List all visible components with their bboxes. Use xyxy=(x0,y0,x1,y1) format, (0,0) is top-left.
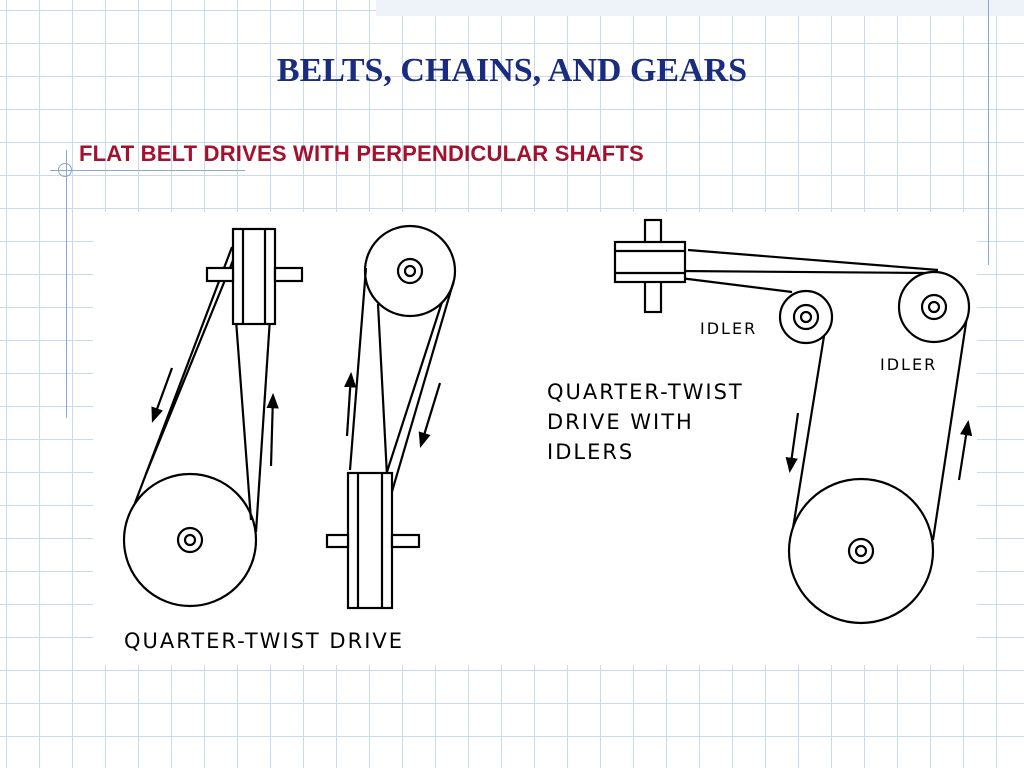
large-pulley xyxy=(787,477,935,625)
horizontal-pulley xyxy=(613,240,687,284)
belt-run xyxy=(389,279,456,496)
idler-drive xyxy=(613,218,973,625)
top-hub-inner xyxy=(403,264,417,278)
belt-run xyxy=(383,301,444,479)
idler-pulley xyxy=(897,270,971,344)
header-band xyxy=(376,0,1024,16)
slide-title: BELTS, CHAINS, AND GEARS xyxy=(276,52,748,89)
direction-arrow xyxy=(785,412,800,474)
direction-arrow xyxy=(957,419,973,481)
large-hub-outer xyxy=(847,537,875,565)
belt-run xyxy=(144,257,236,475)
front-view-drive xyxy=(122,227,304,608)
right-caption-line-1: QUARTER-TWIST xyxy=(547,380,744,404)
direction-arrow xyxy=(344,371,357,437)
belt-run xyxy=(679,269,927,275)
decorative-rule-right xyxy=(988,0,989,265)
slide-subtitle: FLAT BELT DRIVES WITH PERPENDICULAR SHAF… xyxy=(79,141,644,166)
decorative-rule-vertical xyxy=(66,150,67,418)
belt-run xyxy=(376,303,390,496)
belt-run xyxy=(254,317,272,533)
idler-label: IDLER xyxy=(880,355,937,374)
idler-hub-outer xyxy=(920,293,948,321)
belt-run xyxy=(687,248,939,272)
idler-hub-outer xyxy=(792,303,820,331)
driver-hub-inner xyxy=(183,533,197,547)
driven-shaft xyxy=(273,266,304,283)
driver-pulley xyxy=(122,472,258,608)
direction-arrow xyxy=(266,392,279,467)
right-caption-line-3: IDLERS xyxy=(547,440,634,464)
belt-run xyxy=(931,309,970,541)
driven-pulley-edge xyxy=(231,227,277,326)
idler-pulley xyxy=(778,289,834,345)
lower-shaft xyxy=(390,533,421,549)
idler-hub-inner xyxy=(927,300,941,314)
belt-run xyxy=(348,267,368,471)
idler-label: IDLER xyxy=(700,319,757,338)
right-caption-line-2: DRIVE WITH xyxy=(547,410,694,434)
lower-shaft xyxy=(325,533,350,549)
decorative-rule-horizontal xyxy=(50,170,245,171)
direction-arrow xyxy=(418,382,442,448)
belt-run xyxy=(234,319,253,521)
lower-pulley-edge xyxy=(346,471,394,610)
belt-run xyxy=(679,276,793,294)
top-hub-outer xyxy=(396,257,424,285)
driven-shaft xyxy=(205,266,235,283)
left-caption: QUARTER-TWIST DRIVE xyxy=(124,629,404,653)
side-view-drive xyxy=(325,224,457,610)
driver-hub-outer xyxy=(176,526,204,554)
belt-run xyxy=(791,329,827,529)
large-hub-inner xyxy=(854,544,868,558)
direction-arrow xyxy=(151,367,174,423)
decorative-rule-circle xyxy=(58,163,72,177)
idler-hub-inner xyxy=(799,310,813,324)
